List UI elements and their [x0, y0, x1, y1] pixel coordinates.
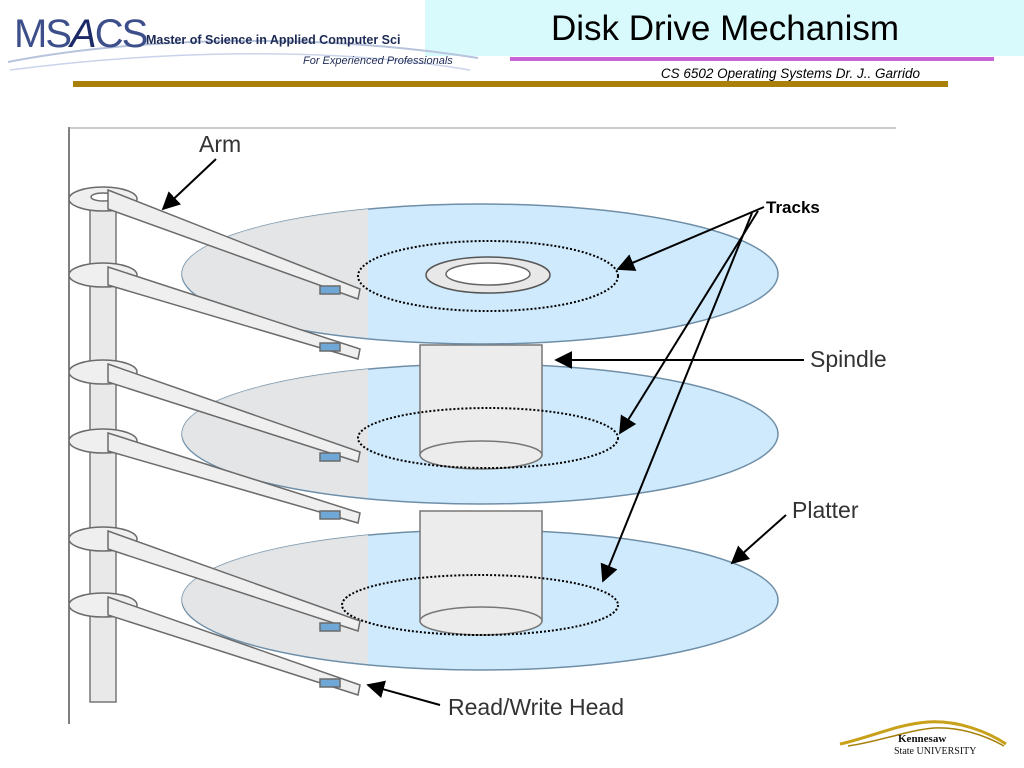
label-tracks: Tracks: [766, 198, 820, 217]
spindle-upper: [419, 344, 543, 456]
logo-letters: MSACS: [14, 12, 148, 56]
slide-title: Disk Drive Mechanism: [550, 9, 900, 48]
arm-pointer: [161, 158, 217, 211]
msacs-logo: MSACS Master of Science in Applied Compu…: [0, 0, 480, 82]
svg-text:Kennesaw: Kennesaw: [898, 733, 946, 745]
head-pointer: [366, 680, 441, 706]
tracks-pointer-top: [616, 206, 765, 271]
label-read-write-head: Read/Write Head: [448, 694, 624, 720]
platter-pointer: [730, 514, 787, 565]
label-platter: Platter: [792, 497, 859, 523]
header-divider: [73, 81, 948, 87]
disk-diagram: Arm Spindle Platter Read/Write Head: [68, 127, 896, 724]
label-arm: Arm: [199, 131, 242, 157]
tracks-pointer-bottom: [600, 212, 753, 583]
track-middle: [357, 407, 619, 469]
spindle-lower: [419, 510, 543, 622]
svg-text:State UNIVERSITY: State UNIVERSITY: [894, 746, 977, 757]
title-underline: [510, 57, 994, 61]
course-info: CS 6502 Operating Systems Dr. J.. Garrid…: [660, 66, 920, 81]
arms: [68, 186, 361, 696]
track-top: [357, 240, 619, 312]
logo-swoosh: [7, 39, 479, 71]
logo-tagline: Master of Science in Applied Computer Sc…: [146, 33, 401, 47]
header-band: [425, 0, 1024, 56]
kennesaw-state-logo: Kennesaw State UNIVERSITY: [839, 720, 1007, 757]
disk-drive-illustration: [68, 127, 896, 724]
tracks-pointer-middle: [619, 210, 759, 435]
label-spindle: Spindle: [810, 346, 887, 372]
track-bottom: [341, 574, 619, 636]
logo-subtitle: For Experienced Professionals: [303, 55, 453, 67]
